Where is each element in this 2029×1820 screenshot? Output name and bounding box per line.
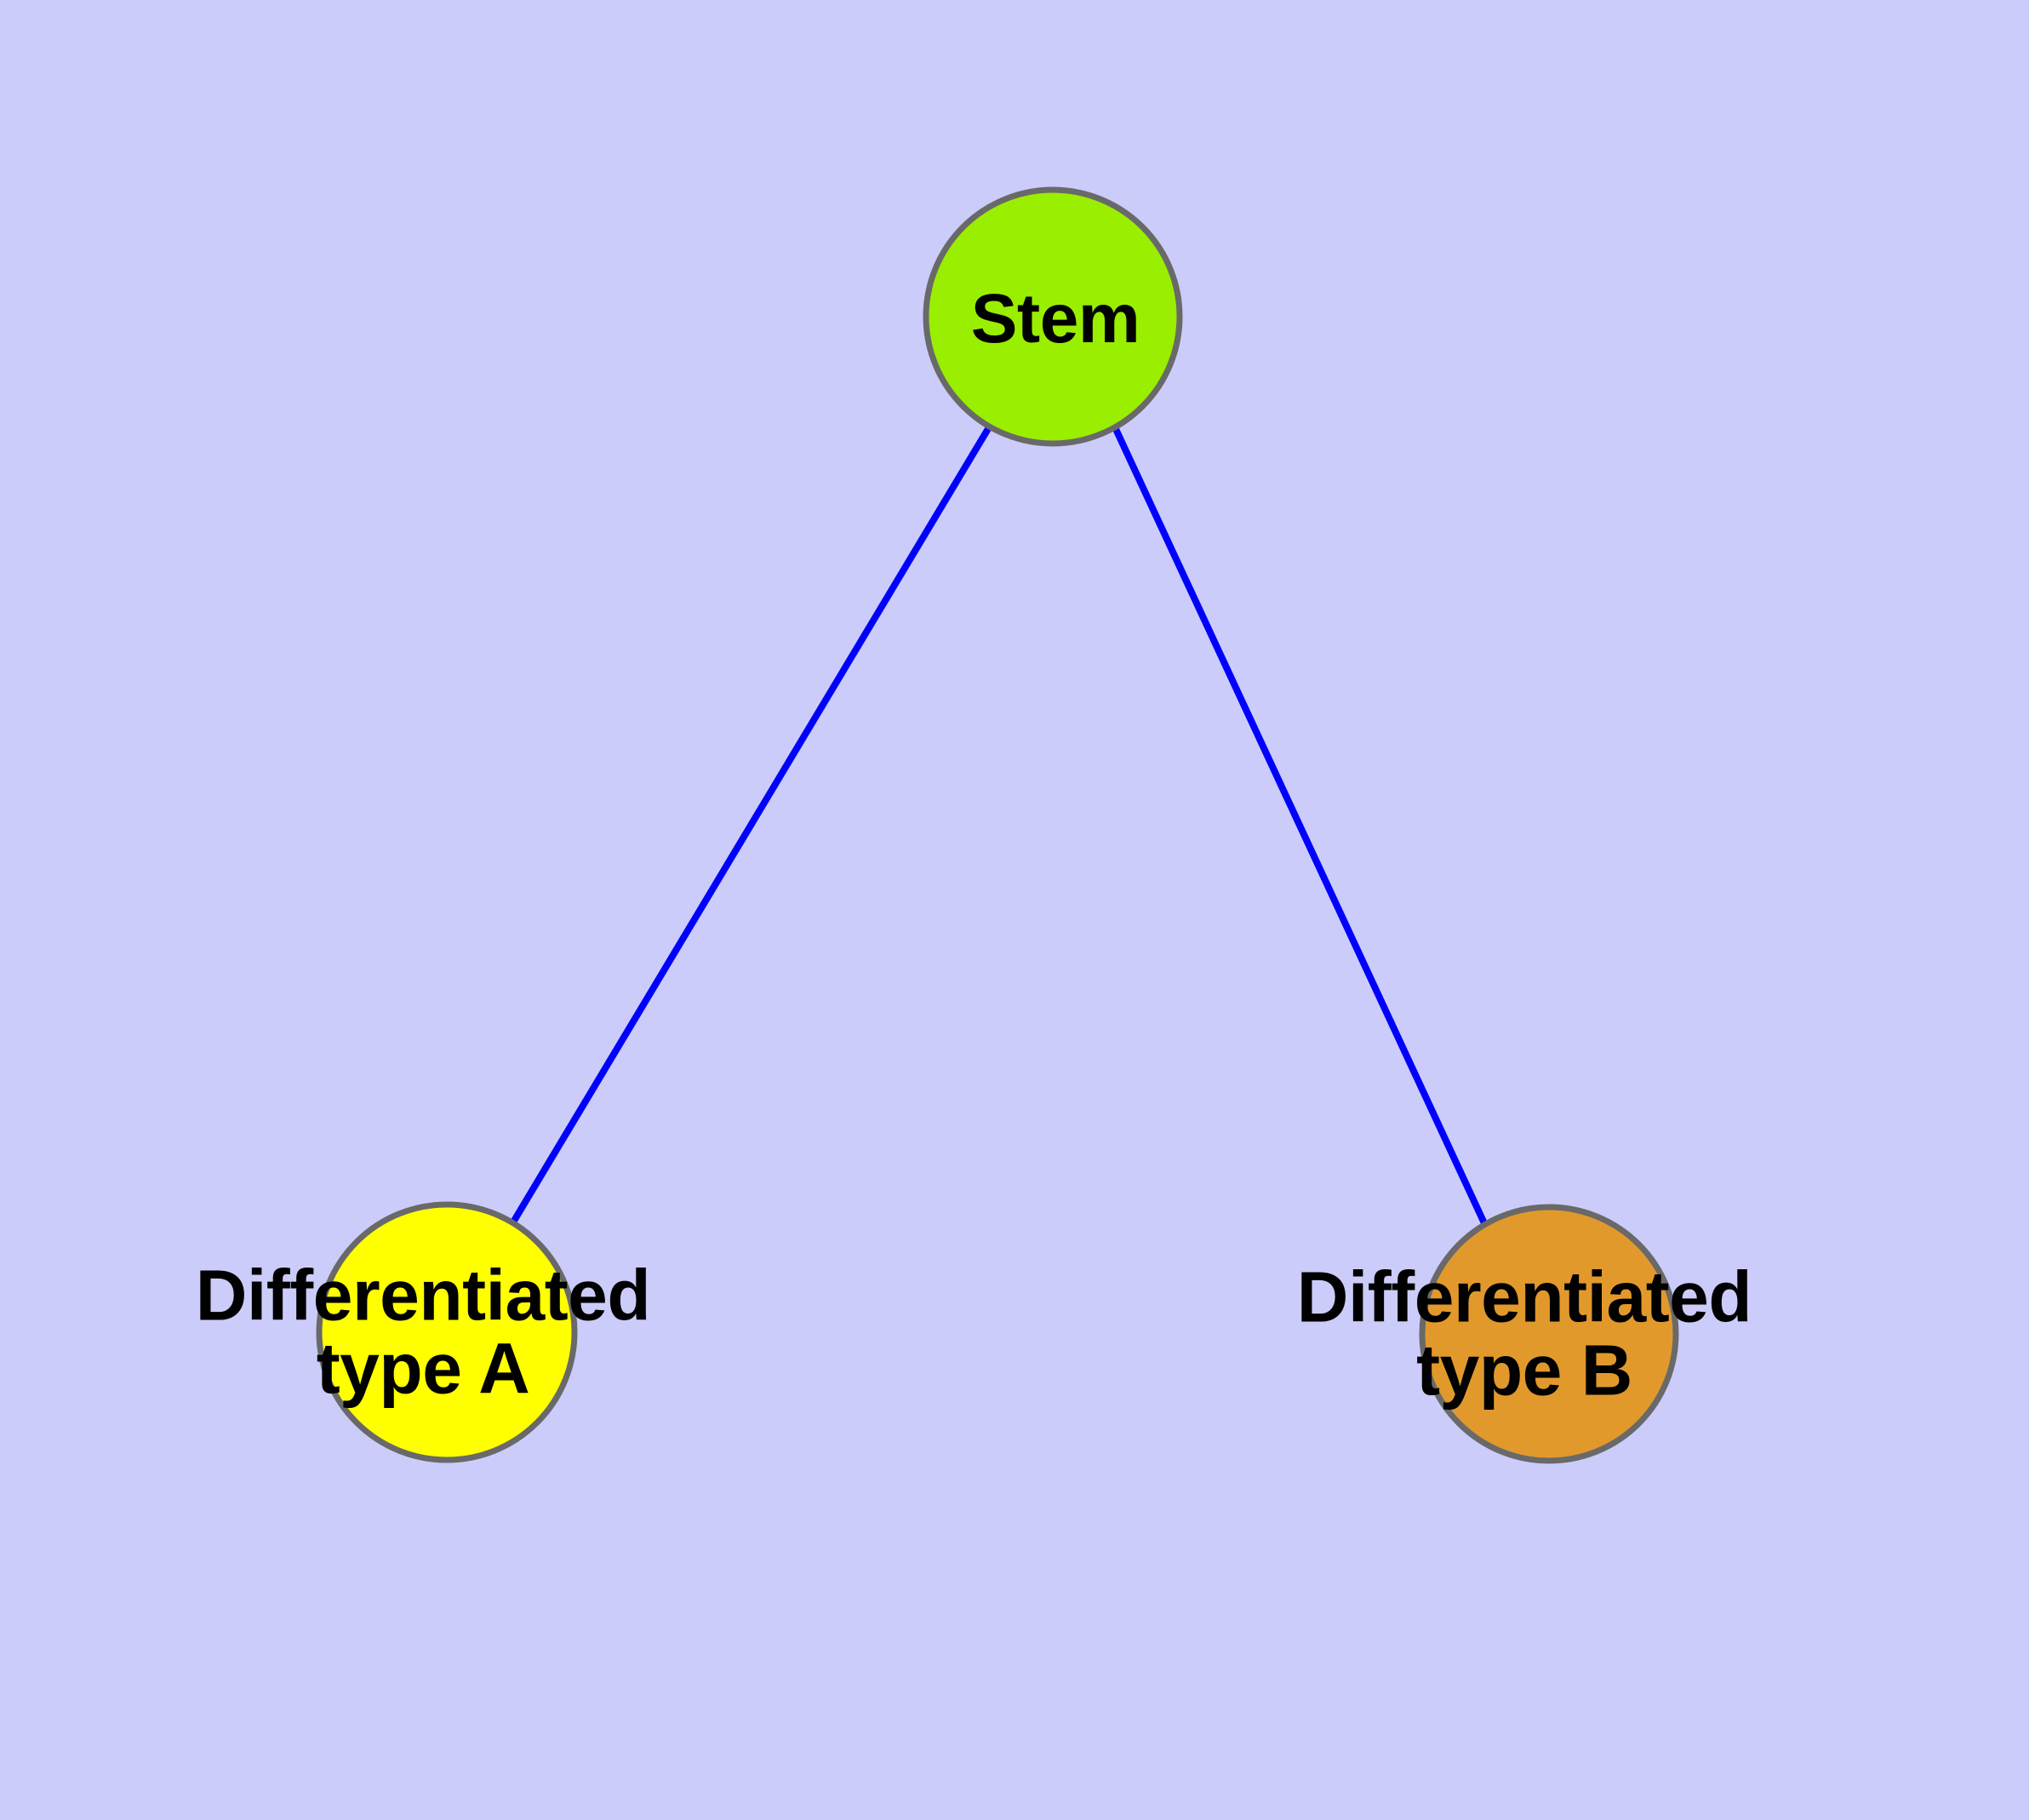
node-diff-a[interactable] [316,1201,578,1463]
edge-stem-to-diff-b[interactable] [1112,427,1488,1225]
node-stem[interactable] [923,186,1183,447]
node-layer [316,186,1679,1464]
node-diff-b[interactable] [1419,1204,1679,1464]
edge-layer [511,425,1488,1225]
edge-stem-to-diff-a[interactable] [511,425,992,1223]
